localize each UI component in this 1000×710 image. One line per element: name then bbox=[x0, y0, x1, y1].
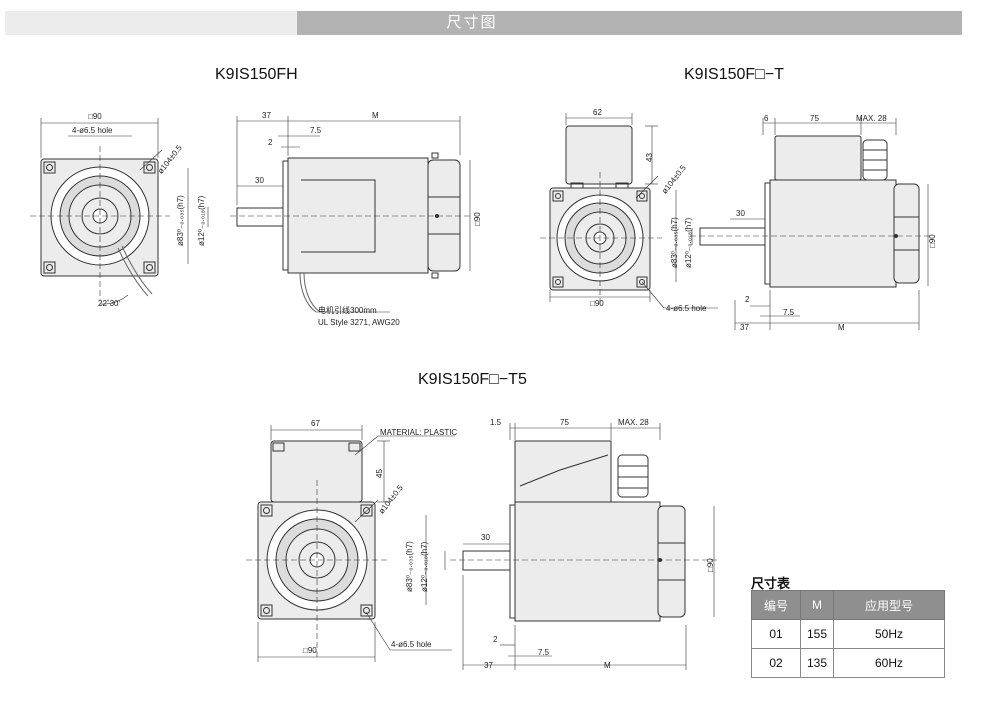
ft5-d83-label: ø83⁰₋₀.₀₃₅(h7) bbox=[405, 541, 414, 592]
ft-holes-label: 4-ø6.5 hole bbox=[666, 304, 707, 313]
ft5-material-label: MATERIAL: PLASTIC bbox=[380, 428, 458, 437]
ft-d75-label: 75 bbox=[810, 114, 819, 123]
ft-d6-label: 6 bbox=[764, 114, 769, 123]
ft5-d45-label: 45 bbox=[375, 469, 384, 478]
ft5-max28-label: MAX. 28 bbox=[618, 418, 649, 427]
ft-d37-label: 37 bbox=[740, 323, 749, 332]
ft5-d12-label: ø12⁰₋₀.₀₁₈(h7) bbox=[420, 541, 429, 592]
ft5-side-dims bbox=[425, 423, 720, 670]
table-cell: 50Hz bbox=[833, 619, 945, 649]
fh-lead2-label: UL Style 3271, AWG20 bbox=[318, 318, 400, 327]
ft-side-dims bbox=[675, 118, 930, 330]
fh-d83-label: ø83⁰₋₀.₀₃₅(h7) bbox=[176, 195, 185, 246]
table-cell: 60Hz bbox=[833, 648, 945, 678]
ft-d83-label: ø83⁰₋₀.₀₃₅(h7) bbox=[670, 217, 679, 268]
ft5-d2-label: 2 bbox=[493, 635, 498, 644]
ft-max28-label: MAX. 28 bbox=[856, 114, 887, 123]
table-cell: 01 bbox=[751, 619, 801, 649]
fh-d30-label: 30 bbox=[255, 176, 264, 185]
fh-d2-label: 2 bbox=[268, 138, 273, 147]
fh-lead1-label: 电机引线300mm bbox=[318, 306, 377, 315]
table-cell: 155 bbox=[800, 619, 834, 649]
ft-d12-label: ø12⁰₋₀.₀₁₈(h7) bbox=[684, 217, 693, 268]
ft5-front-dims bbox=[246, 425, 455, 662]
ft-d30-label: 30 bbox=[736, 209, 745, 218]
fh-s90-label: □90 bbox=[473, 212, 482, 226]
header-bar bbox=[297, 11, 962, 35]
view-title-ft: K9IS150F□−T bbox=[684, 66, 784, 83]
fh-sq90-label: □90 bbox=[88, 112, 102, 121]
ft-d75b-label: 7.5 bbox=[783, 308, 795, 317]
ft-d62-label: 62 bbox=[593, 108, 602, 117]
header-left-band bbox=[5, 11, 297, 35]
ft5-front-view bbox=[257, 440, 376, 620]
table-header-cell: M bbox=[800, 590, 834, 620]
fh-side-dims bbox=[187, 116, 471, 313]
view-title-ft5: K9IS150F□−T5 bbox=[418, 371, 527, 388]
table-cell: 02 bbox=[751, 648, 801, 678]
page-title: 尺寸图 bbox=[446, 14, 498, 31]
ft5-holes-label: 4-ø6.5 hole bbox=[391, 640, 432, 649]
table-header-cell: 应用型号 bbox=[833, 590, 945, 620]
ft-s90-label: □90 bbox=[928, 234, 937, 248]
table-title: 尺寸表 bbox=[751, 576, 791, 591]
ft5-s90-label: □90 bbox=[706, 558, 715, 572]
ft5-d37-label: 37 bbox=[484, 661, 493, 670]
fh-holes-label: 4-ø6.5 hole bbox=[72, 126, 113, 135]
table-header-row: 编号 M 应用型号 bbox=[751, 590, 945, 620]
ft5-d75b-label: 7.5 bbox=[538, 648, 550, 657]
fh-d12-label: ø12⁰₋₀.₀₁₈(h7) bbox=[197, 195, 206, 246]
ft5-d67-label: 67 bbox=[311, 419, 320, 428]
fh-front-view bbox=[40, 158, 159, 297]
table-row: 01 155 50Hz bbox=[751, 619, 945, 649]
ft-side-view bbox=[699, 135, 920, 288]
fh-m-label: M bbox=[372, 111, 379, 120]
fh-side-view bbox=[236, 152, 461, 313]
fh-angle-label: 22˚30' bbox=[98, 299, 120, 308]
table-row: 02 135 60Hz bbox=[751, 648, 945, 678]
ft-m-label: M bbox=[838, 323, 845, 332]
table-header-cell: 编号 bbox=[751, 590, 801, 620]
ft5-d75-label: 75 bbox=[560, 418, 569, 427]
fh-d75-label: 7.5 bbox=[310, 126, 322, 135]
dimension-table: 编号 M 应用型号 01 155 50Hz 02 135 60Hz bbox=[751, 590, 945, 678]
ft5-d30-label: 30 bbox=[481, 533, 490, 542]
ft-front-dims bbox=[540, 113, 718, 309]
table-cell: 135 bbox=[800, 648, 834, 678]
fh-front-dims bbox=[30, 118, 170, 305]
ft5-d15-label: 1.5 bbox=[490, 418, 502, 427]
ft5-m-label: M bbox=[604, 661, 611, 670]
fh-d37-label: 37 bbox=[262, 111, 271, 120]
ft5-side-view bbox=[462, 440, 686, 622]
ft5-sq90-label: □90 bbox=[303, 646, 317, 655]
ft-d2-label: 2 bbox=[745, 295, 750, 304]
ft-d43-label: 43 bbox=[645, 153, 654, 162]
view-title-fh: K9IS150FH bbox=[215, 66, 298, 83]
ft-sq90-label: □90 bbox=[590, 299, 604, 308]
